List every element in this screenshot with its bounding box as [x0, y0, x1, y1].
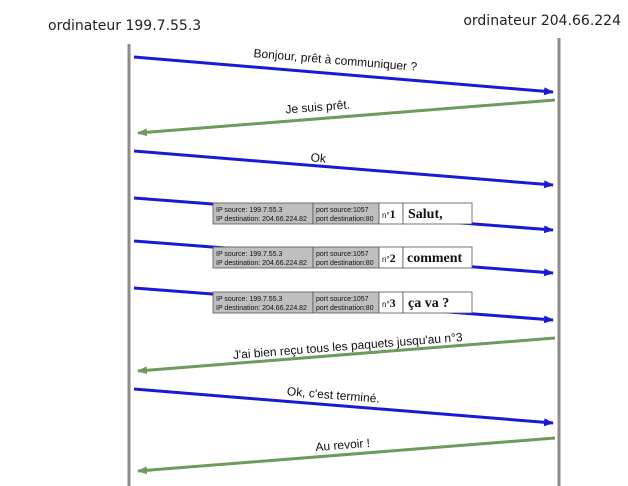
left-host-label: ordinateur 199.7.55.3 [48, 18, 201, 34]
packet-payload: Salut, [408, 207, 443, 222]
message-greeting: Bonjour, prêt à communiquer ? [133, 46, 554, 96]
packet-number: n°3 [382, 296, 396, 310]
packet-port-destination: port destination:80 [316, 260, 374, 267]
packet-ip-source: IP source: 199.7.55.3 [216, 251, 283, 258]
message-packet-2: IP source: 199.7.55.3 IP destination: 20… [133, 239, 554, 277]
packet-payload: ça va ? [408, 296, 449, 311]
right-host-label: ordinateur 204.66.224 [463, 13, 621, 29]
packet-ip-source: IP source: 199.7.55.3 [216, 296, 283, 303]
packet-payload-cell [402, 202, 473, 225]
message-acknowledgement: J'ai bien reçu tous les paquets jusqu'au… [137, 330, 556, 375]
message-label: Je suis prêt. [285, 97, 351, 116]
message-packet-3: IP source: 199.7.55.3 IP destination: 20… [133, 286, 554, 324]
packet-number: n°1 [382, 207, 396, 221]
arrow-to-right [133, 387, 554, 427]
message-goodbye: Au revoir ! [137, 436, 556, 475]
message-ok: Ok [133, 149, 554, 189]
arrow-to-left [137, 98, 556, 137]
packet-payload-cell [402, 291, 473, 314]
packet-ip-source: IP source: 199.7.55.3 [216, 207, 283, 214]
message-label: J'ai bien reçu tous les paquets jusqu'au… [232, 330, 463, 362]
packet: IP source: 199.7.55.3 IP destination: 20… [212, 202, 473, 225]
packet-port-destination: port destination:80 [316, 305, 374, 312]
arrow-to-left [137, 436, 556, 475]
arrow-to-right [133, 149, 554, 189]
packet-number: n°2 [382, 251, 396, 265]
message-label: Ok [310, 150, 327, 165]
packet-port-source: port source:1057 [316, 296, 369, 303]
message-ready: Je suis prêt. [137, 97, 556, 137]
message-finished: Ok, c'est terminé. [133, 384, 554, 427]
packet-payload: comment [407, 251, 463, 266]
packet-port-source: port source:1057 [316, 207, 369, 214]
packet: IP source: 199.7.55.3 IP destination: 20… [212, 291, 473, 314]
packet-payload-cell [402, 246, 473, 269]
message-label: Au revoir ! [315, 436, 371, 454]
arrow-to-left [137, 336, 556, 375]
arrow-to-right [133, 55, 554, 96]
message-packet-1: IP source: 199.7.55.3 IP destination: 20… [133, 196, 554, 234]
packet-port-source: port source:1057 [316, 251, 369, 258]
packet-ip-destination: IP destination: 204.66.224.82 [216, 260, 307, 267]
packet-ip-destination: IP destination: 204.66.224.82 [216, 216, 307, 223]
packet: IP source: 199.7.55.3 IP destination: 20… [212, 246, 473, 269]
packet-ip-destination: IP destination: 204.66.224.82 [216, 305, 307, 312]
packet-port-destination: port destination:80 [316, 216, 374, 223]
